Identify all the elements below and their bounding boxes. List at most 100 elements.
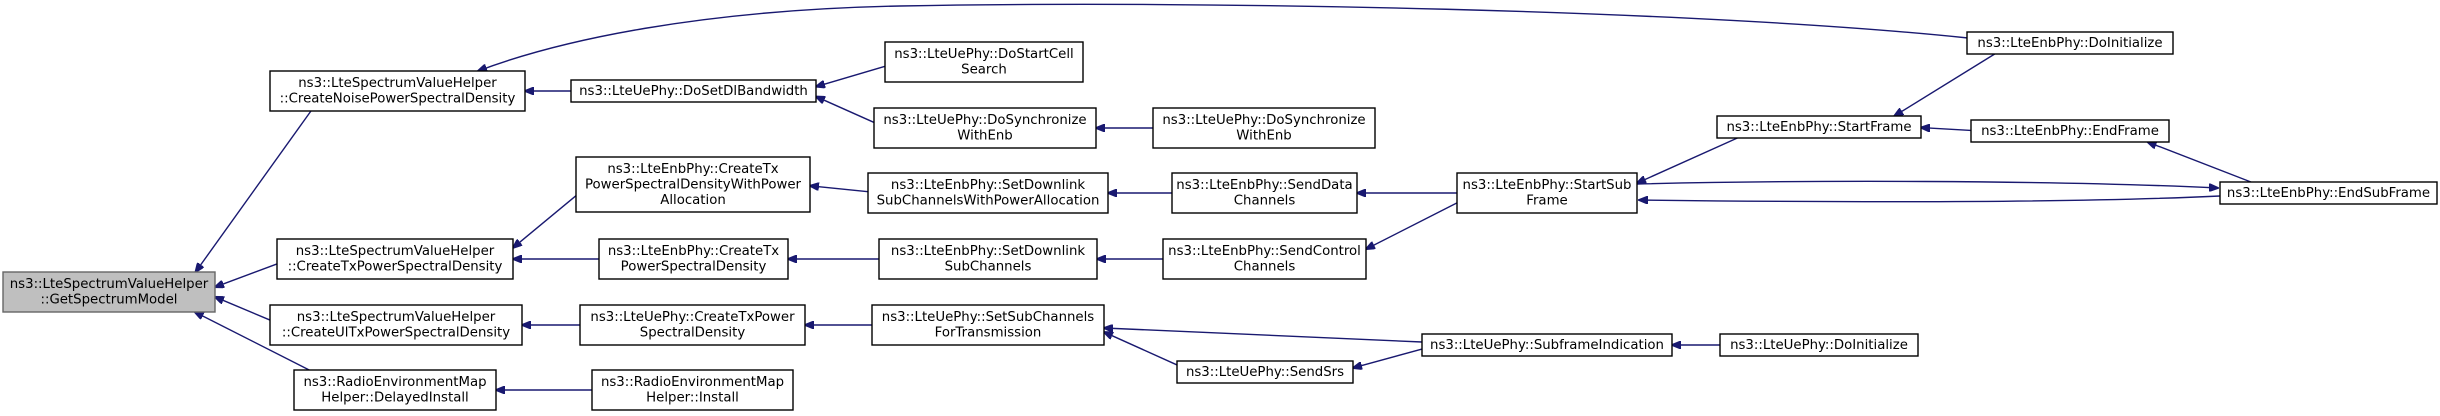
function-node-enbSetDlAlloc[interactable]: ns3::LteEnbPhy::SetDownlinkSubChannelsWi…	[867, 172, 1109, 214]
node-label-line: ns3::LteEnbPhy::StartSub	[1463, 178, 1632, 193]
node-label-line: ns3::LteUePhy::SubframeIndication	[1430, 338, 1664, 353]
function-node-ueDoInit[interactable]: ns3::LteUePhy::DoInitialize	[1719, 333, 1919, 357]
node-box	[2219, 181, 2438, 205]
node-label-line: ns3::LteUePhy::DoSynchronize	[883, 113, 1086, 128]
node-label-line: ns3::RadioEnvironmentMap	[601, 375, 784, 390]
node-box	[575, 156, 811, 213]
function-node-enbDoInit[interactable]: ns3::LteEnbPhy::DoInitialize	[1966, 31, 2174, 55]
node-box	[598, 238, 789, 280]
node-label-line: SpectralDensity	[640, 326, 746, 341]
node-box	[1171, 172, 1358, 214]
node-label-line: Channels	[1234, 260, 1296, 275]
node-label-line: ForTransmission	[935, 326, 1042, 341]
node-label-line: Allocation	[660, 193, 726, 208]
node-box	[570, 79, 817, 103]
node-box	[1421, 333, 1673, 357]
function-node-ueSendSrs[interactable]: ns3::LteUePhy::SendSrs	[1176, 360, 1354, 384]
node-label-line: Search	[961, 63, 1007, 78]
node-box	[579, 304, 806, 346]
node-label-line: WithEnb	[1236, 129, 1291, 144]
call-edge-ueStartCellSearch-to-ueSetDlBw	[816, 65, 886, 86]
function-node-enbCreateTxPsd[interactable]: ns3::LteEnbPhy::CreateTxPowerSpectralDen…	[598, 238, 789, 280]
nodes-layer: ns3::LteSpectrumValueHelper::GetSpectrum…	[2, 31, 2438, 411]
node-label-line: ns3::LteEnbPhy::SendControl	[1168, 244, 1361, 259]
node-label-line: ns3::LteEnbPhy::CreateTx	[608, 244, 779, 259]
node-label-line: ns3::LteUePhy::DoSynchronize	[1162, 113, 1365, 128]
node-box	[293, 369, 497, 411]
node-label-line: ns3::LteUePhy::SetSubChannels	[882, 310, 1095, 325]
node-label-line: SubChannels	[945, 260, 1032, 275]
node-label-line: ::CreateNoisePowerSpectralDensity	[280, 92, 516, 107]
node-box	[1162, 238, 1367, 280]
node-box	[269, 70, 526, 112]
node-label-line: ns3::LteSpectrumValueHelper	[297, 310, 496, 325]
node-label-line: ns3::LteEnbPhy::CreateTx	[607, 162, 778, 177]
node-label-line: ns3::LteSpectrumValueHelper	[10, 277, 209, 292]
node-label-line: Channels	[1234, 194, 1296, 209]
call-edge-createNoise-to-root	[196, 110, 312, 272]
node-box	[871, 304, 1105, 346]
node-label-line: ::CreateUlTxPowerSpectralDensity	[282, 326, 510, 341]
node-label-line: ns3::LteUePhy::DoStartCell	[894, 47, 1074, 62]
node-box	[1176, 360, 1354, 384]
node-label-line: ns3::LteSpectrumValueHelper	[296, 244, 495, 259]
node-label-line: WithEnb	[957, 129, 1012, 144]
function-node-createUlTx[interactable]: ns3::LteSpectrumValueHelper::CreateUlTxP…	[269, 304, 523, 346]
node-box	[1966, 31, 2174, 55]
function-node-createNoise[interactable]: ns3::LteSpectrumValueHelper::CreateNoise…	[269, 70, 526, 112]
node-box	[1719, 333, 1919, 357]
call-edge-enbSetDlAlloc-to-enbCreateTxAlloc	[810, 186, 869, 193]
function-node-enbEndSub[interactable]: ns3::LteEnbPhy::EndSubFrame	[2219, 181, 2438, 205]
function-node-ueCreateTxPsd[interactable]: ns3::LteUePhy::CreateTxPowerSpectralDens…	[579, 304, 806, 346]
node-box	[2, 271, 216, 313]
function-node-createTxPsd[interactable]: ns3::LteSpectrumValueHelper::CreateTxPow…	[276, 238, 514, 280]
function-node-ueSetSub[interactable]: ns3::LteUePhy::SetSubChannelsForTransmis…	[871, 304, 1105, 346]
node-label-line: Helper::Install	[646, 391, 739, 406]
call-edge-ueSubframeInd-to-ueSendSrs	[1353, 348, 1423, 368]
node-box	[1716, 115, 1922, 139]
call-edge-createUlTx-to-root	[215, 297, 271, 321]
node-label-line: ns3::LteEnbPhy::DoInitialize	[1977, 36, 2162, 51]
node-label-line: ::GetSpectrumModel	[40, 293, 177, 308]
function-node-enbStartFrame[interactable]: ns3::LteEnbPhy::StartFrame	[1716, 115, 1922, 139]
call-edge-ueSubframeInd-to-ueSetSub	[1104, 328, 1423, 343]
call-edge-enbDoInit-to-createNoise	[478, 3, 1969, 71]
call-edge-enbStartSub-to-enbEndSub	[1636, 180, 2218, 188]
node-label-line: ns3::LteEnbPhy::EndSubFrame	[2227, 186, 2430, 201]
function-node-root[interactable]: ns3::LteSpectrumValueHelper::GetSpectrum…	[2, 271, 216, 313]
function-node-remDelayed[interactable]: ns3::RadioEnvironmentMapHelper::DelayedI…	[293, 369, 497, 411]
node-box	[884, 41, 1084, 83]
function-node-ueSubframeInd[interactable]: ns3::LteUePhy::SubframeIndication	[1421, 333, 1673, 357]
node-label-line: ns3::LteEnbPhy::SendData	[1176, 178, 1352, 193]
node-label-line: Helper::DelayedInstall	[321, 391, 468, 406]
node-box	[276, 238, 514, 280]
call-edge-ueSendSrs-to-ueSetSub	[1104, 332, 1178, 366]
edges-layer	[195, 3, 2252, 390]
node-label-line: Frame	[1526, 194, 1567, 209]
node-label-line: ns3::LteUePhy::SendSrs	[1186, 365, 1344, 380]
node-label-line: ns3::LteEnbPhy::SetDownlink	[891, 178, 1085, 193]
function-node-ueSetDlBw[interactable]: ns3::LteUePhy::DoSetDlBandwidth	[570, 79, 817, 103]
node-label-line: SubChannelsWithPowerAllocation	[877, 194, 1100, 209]
node-label-line: ::CreateTxPowerSpectralDensity	[288, 260, 503, 275]
node-label-line: ns3::LteUePhy::DoSetDlBandwidth	[579, 84, 808, 99]
node-box	[1152, 107, 1376, 149]
node-label-line: ns3::LteEnbPhy::EndFrame	[1981, 124, 2159, 139]
node-box	[269, 304, 523, 346]
call-edge-enbEndFrame-to-enbStartFrame	[1921, 128, 1972, 131]
call-edge-enbEndSub-to-enbEndFrame	[2148, 142, 2252, 183]
function-node-enbEndFrame[interactable]: ns3::LteEnbPhy::EndFrame	[1970, 119, 2170, 143]
function-node-enbCreateTxAlloc[interactable]: ns3::LteEnbPhy::CreateTxPowerSpectralDen…	[575, 156, 811, 213]
node-label-line: ns3::LteSpectrumValueHelper	[298, 76, 497, 91]
call-edge-enbStartSub-to-enbSendCtrl	[1366, 202, 1458, 249]
call-edge-ueSyncEnb1-to-ueSetDlBw	[816, 97, 875, 124]
